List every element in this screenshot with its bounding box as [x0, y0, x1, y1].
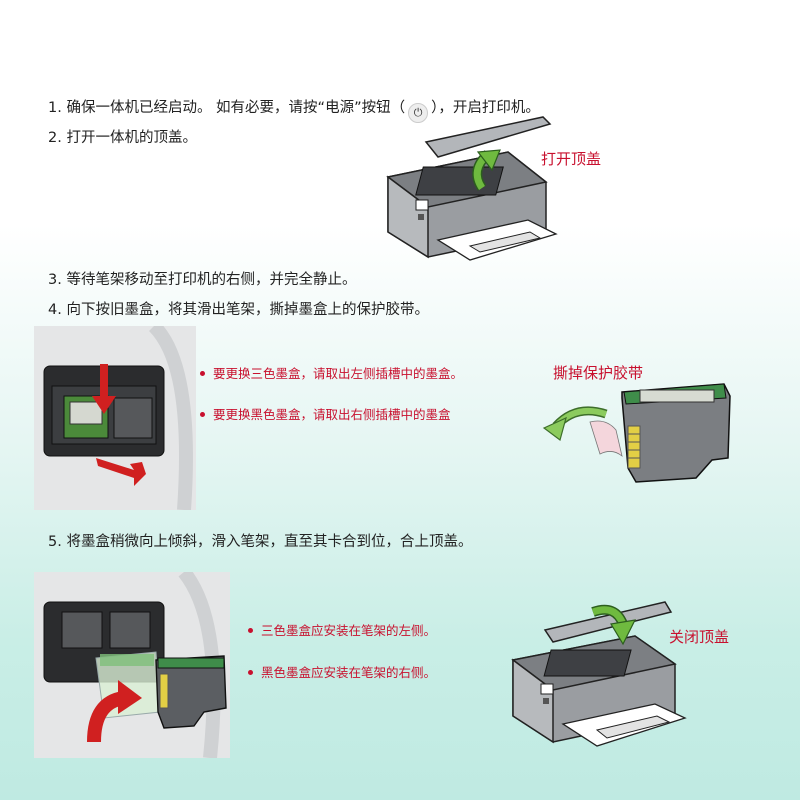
label-remove-tape: 撕掉保护胶带	[553, 364, 644, 382]
step-5: 5. 将墨盒稍微向上倾斜，滑入笔架，直至其卡合到位，合上顶盖。	[48, 534, 473, 550]
remove-cartridge-photo	[34, 321, 196, 511]
bullet-replace-tricolor: 要更换三色墨盒，请取出左侧插槽中的墨盒。	[200, 363, 463, 382]
bullet-text: 要更换黑色墨盒，请取出右侧插槽中的墨盒	[213, 407, 451, 422]
insert-cartridge-illustration	[34, 567, 230, 759]
remove-cartridge-illustration	[34, 321, 196, 511]
printer-open-lid-illustration	[386, 116, 558, 261]
step-4: 4. 向下按旧墨盒，将其滑出笔架，撕掉墨盒上的保护胶带。	[48, 302, 429, 318]
label-close-lid: 关闭顶盖	[669, 628, 730, 646]
bullet-replace-black: 要更换黑色墨盒，请取出右侧插槽中的墨盒	[200, 404, 451, 423]
step-1: 1. 确保一体机已经启动。 如有必要，请按“电源”按钮（⏻），开启打印机。	[48, 96, 540, 123]
bullet-black-right: 黑色墨盒应安装在笔架的右侧。	[248, 662, 436, 681]
bullet-text: 要更换三色墨盒，请取出左侧插槽中的墨盒。	[213, 366, 464, 381]
power-icon: ⏻	[408, 103, 429, 123]
bullet-dot	[248, 628, 253, 633]
bullet-text: 黑色墨盒应安装在笔架的右侧。	[261, 665, 437, 680]
bullet-dot	[200, 412, 205, 417]
label-open-lid: 打开顶盖	[541, 150, 602, 168]
step-2: 2. 打开一体机的顶盖。	[48, 130, 197, 146]
bullet-text: 三色墨盒应安装在笔架的左侧。	[261, 623, 437, 638]
bullet-tricolor-left: 三色墨盒应安装在笔架的左侧。	[248, 620, 436, 639]
printer-close-lid-illustration	[511, 601, 687, 747]
cartridge-tape-illustration	[542, 383, 731, 483]
bullet-dot	[248, 670, 253, 675]
bullet-dot	[200, 371, 205, 376]
insert-cartridge-photo	[34, 567, 230, 759]
step-3: 3. 等待笔架移动至打印机的右侧，并完全静止。	[48, 272, 357, 288]
step-1-text-end: ），开启打印机。	[431, 100, 540, 116]
step-1-text: 1. 确保一体机已经启动。 如有必要，请按“电源”按钮（	[48, 100, 406, 116]
